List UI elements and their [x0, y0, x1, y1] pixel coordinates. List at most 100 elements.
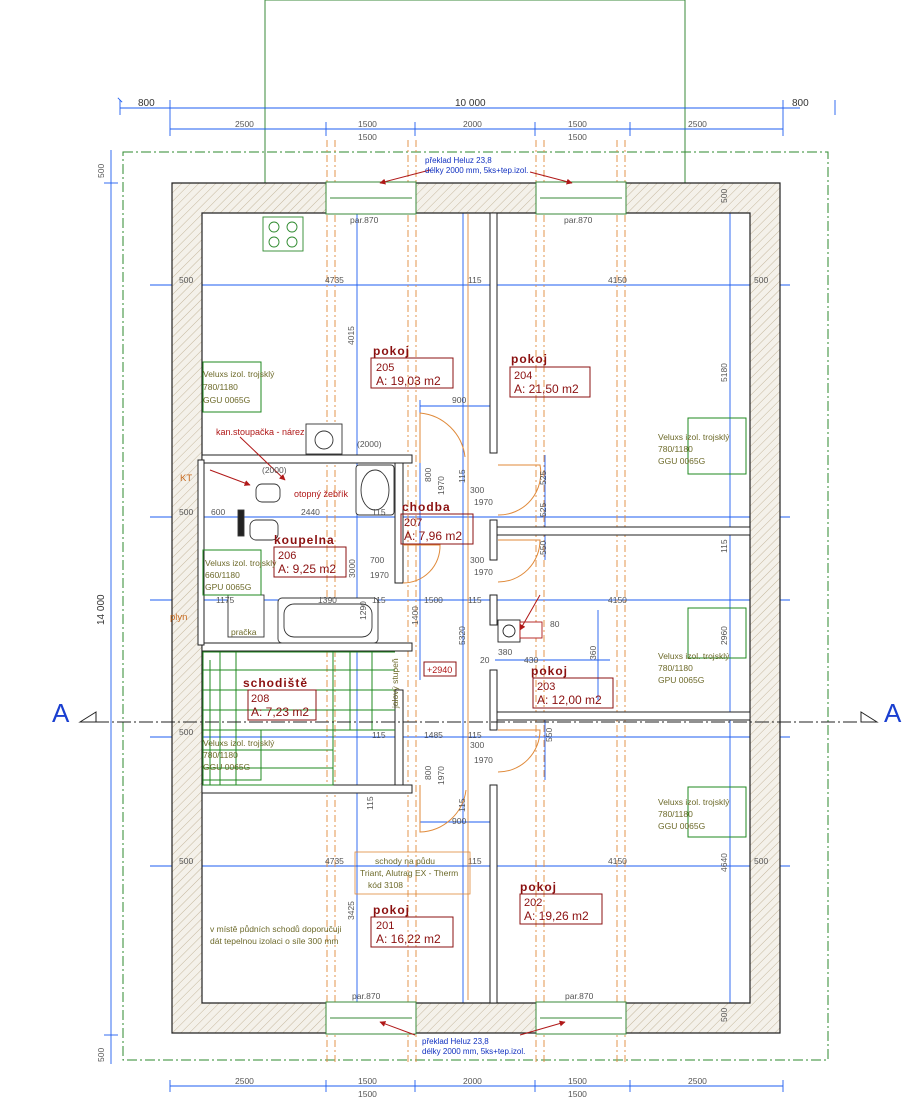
- kitchen-hob: [262, 216, 304, 252]
- par870-2: par.870: [564, 215, 593, 225]
- par870-1: par.870: [350, 215, 379, 225]
- label-plyn: plyn: [170, 612, 187, 623]
- dim-right-ext: 800: [792, 98, 809, 109]
- dim-115c: 115: [372, 507, 386, 517]
- svg-text:Veluxs izol. trojsklý: Veluxs izol. trojsklý: [658, 432, 730, 442]
- svg-text:660/1180: 660/1180: [205, 570, 240, 580]
- label-note-2: dát tepelnou izolaci o síle 300 mm: [210, 936, 339, 946]
- dimension-labels: 800 10 000 800 2500 1500 2000 1500 2500 …: [96, 98, 809, 1099]
- dim-4735a: 4735: [325, 275, 344, 285]
- dim-1970c: 1970: [474, 567, 493, 577]
- velux-outlines: [202, 361, 747, 838]
- dim-2000s: (2000): [357, 439, 382, 449]
- room-206-area: A: 9,25 m2: [278, 562, 336, 576]
- dim-bottom-2: 1500: [358, 1076, 377, 1086]
- room-boxes: [247, 357, 614, 948]
- dim-2000t: (2000): [262, 465, 287, 475]
- dim-1485: 1485: [424, 730, 443, 740]
- dim-500b: 500: [754, 275, 768, 285]
- room-201-name: pokoj: [373, 903, 410, 917]
- dim-4150a: 4150: [608, 275, 627, 285]
- dim-115f: 115: [719, 539, 729, 553]
- dim-525a: 525: [538, 471, 548, 485]
- room-203: pokoj 203 A: 12,00 m2: [531, 664, 602, 707]
- lintel-arrows: [209, 169, 573, 1036]
- section-marker-right: [860, 711, 879, 723]
- room-202-name: pokoj: [520, 880, 557, 894]
- dim-115k: 115: [365, 796, 375, 810]
- room-201: pokoj 201 A: 16,22 m2: [373, 903, 441, 946]
- lintel-top-line1: překlad Heluz 23,8: [425, 156, 492, 165]
- dim-top-4: 1500: [568, 119, 587, 129]
- dim-1970f: 1970: [436, 766, 446, 785]
- room-207-area: A: 7,96 m2: [404, 529, 462, 543]
- toilet: [255, 483, 281, 503]
- dim-115b: 115: [457, 469, 467, 483]
- dim-bottom-3: 2000: [463, 1076, 482, 1086]
- dim-top-5: 2500: [688, 119, 707, 129]
- dim-500g: 500: [179, 727, 193, 737]
- velux-label-4: Veluxs izol. trojsklý 780/1180 GPU 0065G: [658, 651, 730, 685]
- interior-walls: [197, 212, 751, 1004]
- velux-label-6: Veluxs izol. trojsklý 780/1180 GGU 0065G: [658, 797, 730, 831]
- dim-5180: 5180: [719, 363, 729, 382]
- room-208-name: schodiště: [243, 676, 308, 690]
- room-206-number: 206: [278, 550, 296, 562]
- washing-machine: [227, 594, 265, 638]
- svg-text:Veluxs izol. trojsklý: Veluxs izol. trojsklý: [205, 558, 277, 568]
- room-205-name: pokoj: [373, 344, 410, 358]
- dim-115h: 115: [457, 798, 467, 812]
- dim-900a: 900: [452, 395, 466, 405]
- svg-text:780/1180: 780/1180: [658, 809, 693, 819]
- velux-label-3: Veluxs izol. trojsklý 660/1180 GPU 0065G: [205, 558, 277, 592]
- room-208-number: 208: [251, 693, 269, 705]
- dim-500d: 500: [179, 856, 193, 866]
- dim-1970a: 1970: [436, 476, 446, 495]
- dim-1175: 1175: [216, 595, 235, 605]
- dim-4015: 4015: [346, 326, 356, 345]
- section-label-right: A: [884, 698, 902, 728]
- velux-label-1: Veluxs izol. trojsklý 780/1180 GGU 0065G: [203, 369, 275, 405]
- svg-text:Veluxs izol. trojsklý: Veluxs izol. trojsklý: [658, 797, 730, 807]
- svg-text:Veluxs izol. trojsklý: Veluxs izol. trojsklý: [658, 651, 730, 661]
- dim-top-sub-1: 1500: [358, 132, 377, 142]
- dim-115a: 115: [468, 275, 482, 285]
- dim-430: 430: [524, 655, 538, 665]
- dim-bottom-1: 2500: [235, 1076, 254, 1086]
- room-208: schodiště 208 A: 7,23 m2: [243, 676, 309, 719]
- section-label-left: A: [52, 698, 70, 728]
- svg-text:GGU 0065G: GGU 0065G: [658, 456, 705, 466]
- dim-700: 700: [370, 555, 384, 565]
- dim-115i: 115: [468, 856, 482, 866]
- lintel-bottom-line1: překlad Heluz 23,8: [422, 1037, 489, 1046]
- dim-500a: 500: [179, 275, 193, 285]
- dim-bottom-4: 1500: [568, 1076, 587, 1086]
- par870-4: par.870: [565, 991, 594, 1001]
- dim-600: 600: [211, 507, 225, 517]
- svg-text:Veluxs izol. trojsklý: Veluxs izol. trojsklý: [203, 369, 275, 379]
- label-note-1: v místě půdních schodů doporučuji: [210, 924, 341, 934]
- dim-2440: 2440: [301, 507, 320, 517]
- lintel-top-line2: délky 2000 mm, 5ks+tep.izol.: [425, 166, 528, 175]
- velux-label-5: Veluxs izol. trojsklý 780/1180 GGU 0065G: [203, 738, 275, 772]
- dim-900c: 900: [452, 816, 466, 826]
- label-attic-1: schody na půdu: [375, 856, 435, 866]
- room-204-name: pokoj: [511, 352, 548, 366]
- svg-text:780/1180: 780/1180: [658, 444, 693, 454]
- room-203-number: 203: [537, 681, 555, 693]
- dim-20: 20: [480, 655, 490, 665]
- svg-text:GGU 0065G: GGU 0065G: [658, 821, 705, 831]
- dim-bottom-5: 2500: [688, 1076, 707, 1086]
- dim-360: 360: [588, 646, 598, 660]
- dim-115j: 115: [372, 730, 386, 740]
- attic-hatch: [354, 851, 471, 895]
- room-201-area: A: 16,22 m2: [376, 932, 441, 946]
- dim-1390: 1390: [318, 595, 337, 605]
- dim-800b: 800: [423, 766, 433, 780]
- room-205-area: A: 19,03 m2: [376, 374, 441, 388]
- room-204-area: A: 21,50 m2: [514, 382, 579, 396]
- dim-4640: 4640: [719, 853, 729, 872]
- windows: [325, 181, 627, 1035]
- dim-3000: 3000: [347, 559, 357, 578]
- label-kt: KT: [180, 473, 192, 484]
